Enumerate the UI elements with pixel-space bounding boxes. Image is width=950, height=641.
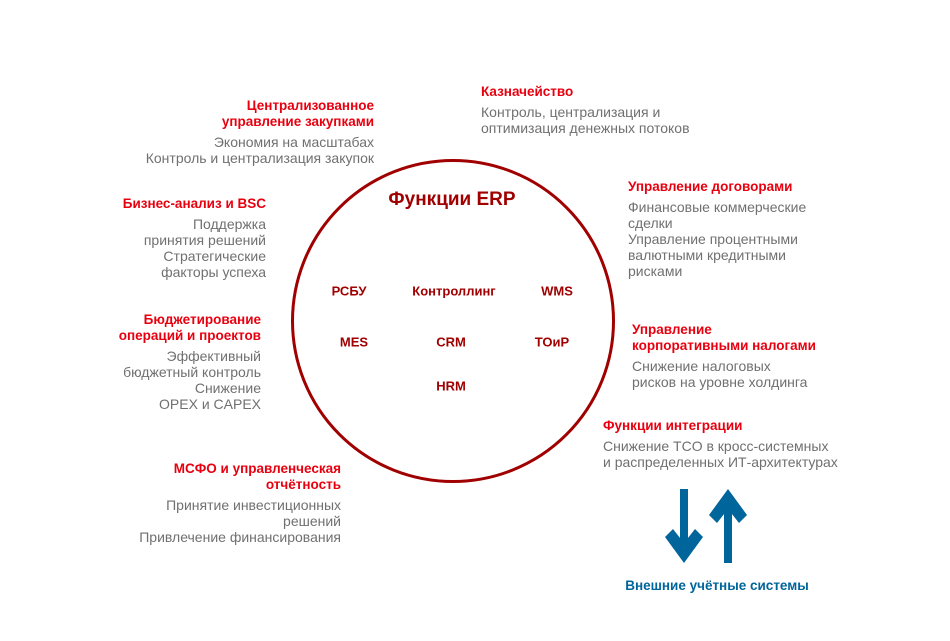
module-mes: MES bbox=[339, 334, 369, 350]
description-line: и распределенных ИТ-архитектурах bbox=[603, 454, 838, 470]
module-crm: CRM bbox=[436, 334, 466, 350]
description-line: рисков на уровне холдинга bbox=[632, 374, 808, 390]
description-line: Снижение TCO в кросс-системных bbox=[603, 438, 829, 454]
description-line: Экономия на масштабах bbox=[213, 134, 374, 150]
title-line: Бюджетирование bbox=[143, 312, 261, 327]
description-line: Снижение bbox=[194, 380, 261, 396]
description-line: Управление процентными bbox=[628, 231, 798, 247]
description-line: Контроль и централизация закупок bbox=[145, 150, 374, 166]
title-line: Функции интеграции bbox=[603, 418, 743, 433]
description-line: факторы успеха bbox=[161, 264, 266, 280]
title-line: Управление договорами bbox=[628, 179, 793, 194]
arrow-up-icon bbox=[724, 503, 732, 563]
description-line: рисками bbox=[628, 263, 683, 279]
module-wms: WMS bbox=[541, 283, 573, 299]
module-toir: ТОиР bbox=[534, 334, 570, 350]
description-line: бюджетный контроль bbox=[123, 364, 261, 380]
description-line: Финансовые коммерческие bbox=[628, 199, 807, 215]
title-line: Централизованное bbox=[246, 98, 374, 113]
description-line: сделки bbox=[628, 215, 673, 231]
erp-circle bbox=[291, 159, 615, 483]
title-line: Казначейство bbox=[481, 84, 574, 99]
integration-title: Функции интеграции bbox=[603, 418, 838, 434]
description-line: решений bbox=[283, 513, 341, 529]
module-controlling: Контроллинг bbox=[412, 283, 496, 299]
title-line: МСФО и управленческая bbox=[173, 461, 341, 476]
description-line: Стратегические bbox=[163, 248, 266, 264]
title-line: корпоративными налогами bbox=[632, 338, 816, 353]
module-rsbu: РСБУ bbox=[331, 283, 367, 299]
bi-title: Бизнес-анализ и BSC bbox=[123, 196, 266, 212]
title-line: Управление bbox=[632, 322, 712, 337]
exchange-arrows-icon bbox=[665, 489, 747, 563]
title-line: Бизнес-анализ и BSC bbox=[122, 196, 266, 211]
treasury-title: Казначейство bbox=[481, 84, 690, 100]
description-line: принятия решений bbox=[143, 232, 266, 248]
description-line: OPEX и CAPEX bbox=[159, 396, 261, 412]
description-line: оптимизация денежных потоков bbox=[481, 120, 690, 136]
description-line: Эффективный bbox=[166, 348, 261, 364]
module-hrm: HRM bbox=[436, 378, 466, 394]
contracts-title: Управление договорами bbox=[628, 179, 806, 195]
description-line: Привлечение финансирования bbox=[139, 529, 341, 545]
title-line: управление закупками bbox=[221, 114, 374, 129]
external-systems-label: Внешние учётные системы bbox=[625, 578, 809, 593]
title-line: отчётность bbox=[265, 477, 341, 492]
description-line: валютными кредитными bbox=[628, 247, 786, 263]
description-line: Принятие инвестиционных bbox=[166, 497, 341, 513]
description-line: Снижение налоговых bbox=[632, 358, 771, 374]
description-line: Поддержка bbox=[192, 216, 266, 232]
title-line: операций и проектов bbox=[118, 328, 261, 343]
arrow-down-icon bbox=[680, 489, 688, 549]
description-line: Контроль, централизация и bbox=[481, 104, 661, 120]
erp-title: Функции ERP bbox=[388, 189, 516, 210]
